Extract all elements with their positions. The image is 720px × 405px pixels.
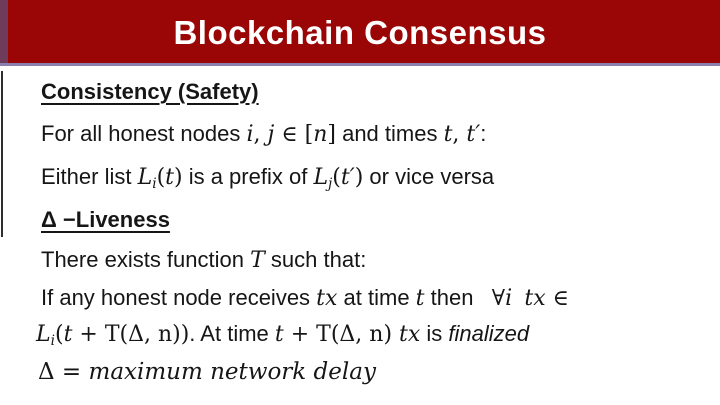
- line-tx-finalized: Li(t + T(Δ, n)). At time t + T(Δ, n) tx …: [36, 321, 529, 349]
- text-segment: [512, 285, 524, 310]
- header-bar: Blockchain Consensus: [0, 0, 720, 66]
- text-segment: is a prefix of: [182, 164, 314, 189]
- text-segment: tx: [524, 286, 546, 311]
- text-segment: t′: [466, 122, 481, 147]
- text-segment: then: [424, 285, 492, 310]
- line-for-all-honest-nodes: For all honest nodes i, j ∈ [n] and time…: [41, 121, 486, 147]
- text-segment: at time: [337, 285, 416, 310]
- text-segment: ,: [452, 122, 467, 147]
- text-segment: i: [505, 286, 513, 311]
- text-segment: If any honest node receives: [41, 285, 317, 310]
- line-if-honest-node-receives: If any honest node receives tx at time t…: [41, 285, 569, 311]
- text-segment: ): [354, 165, 364, 190]
- text-segment: (: [156, 165, 166, 190]
- heading-consistency-safety: Consistency (Safety): [41, 79, 259, 105]
- text-segment: There exists function: [41, 247, 251, 272]
- header-left-accent: [0, 0, 8, 63]
- text-segment: ,: [253, 122, 268, 147]
- text-segment: t: [415, 286, 425, 311]
- text-segment: j: [328, 175, 333, 192]
- text-segment: j: [267, 122, 275, 147]
- text-segment: ∈ [: [274, 122, 314, 147]
- left-edge-line: [1, 71, 3, 237]
- text-segment: :: [480, 121, 487, 146]
- text-segment: Δ =: [38, 359, 89, 385]
- text-segment: Consistency (Safety): [41, 79, 259, 104]
- text-segment: ): [174, 165, 183, 190]
- text-segment: (: [332, 165, 341, 190]
- text-segment: L: [36, 322, 51, 347]
- text-segment: finalized: [448, 321, 530, 346]
- text-segment: n: [313, 122, 328, 147]
- text-segment: Either list: [41, 164, 138, 189]
- text-segment: i: [50, 332, 55, 349]
- text-segment: . At time: [189, 321, 275, 346]
- text-segment: t: [443, 122, 453, 147]
- text-segment: ∀: [491, 286, 506, 311]
- text-segment: t: [63, 322, 73, 347]
- text-segment: t′: [340, 165, 355, 190]
- text-segment: ∈: [545, 286, 569, 311]
- text-segment: For all honest nodes: [41, 121, 247, 146]
- text-segment: i: [152, 175, 157, 192]
- text-segment: is: [420, 321, 449, 346]
- text-segment: tx: [316, 286, 338, 311]
- text-segment: maximum network delay: [88, 359, 376, 385]
- text-segment: or vice versa: [363, 164, 495, 189]
- text-segment: + T(Δ, n): [283, 322, 400, 347]
- text-segment: (: [54, 322, 64, 347]
- line-either-list-prefix: Either list Li(t) is a prefix of Lj(t′) …: [41, 164, 494, 192]
- line-there-exists-function: There exists function T such that:: [41, 247, 366, 273]
- text-segment: L: [137, 165, 153, 190]
- text-segment: t: [165, 165, 174, 190]
- text-segment: L: [313, 165, 329, 190]
- text-segment: T: [250, 248, 265, 273]
- text-segment: tx: [399, 322, 421, 347]
- text-segment: Δ −Liveness: [41, 207, 170, 232]
- text-segment: + T(Δ, n)): [72, 322, 190, 347]
- slide-title: Blockchain Consensus: [173, 14, 547, 51]
- text-segment: and times: [335, 121, 444, 146]
- text-segment: such that:: [264, 247, 367, 272]
- text-segment: t: [274, 322, 284, 347]
- text-segment: ]: [327, 122, 336, 147]
- text-segment: i: [246, 122, 254, 147]
- heading-delta-liveness: Δ −Liveness: [41, 207, 170, 233]
- line-delta-definition: Δ = maximum network delay: [38, 358, 376, 385]
